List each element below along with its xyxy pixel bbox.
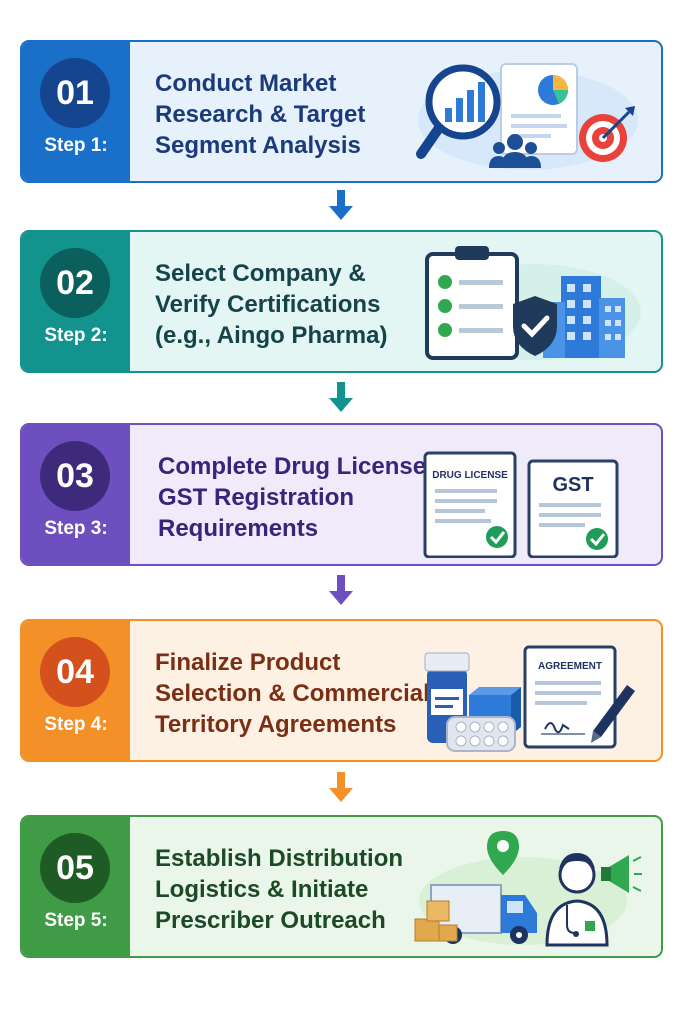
megaphone-icon	[601, 855, 642, 893]
step-title-5: Establish Distribution Logistics & Initi…	[155, 845, 404, 934]
agreement-document-icon: AGREEMENT	[523, 645, 617, 749]
step-tab-5: 05 Step 5:	[22, 817, 130, 956]
market-research-illustration	[416, 63, 638, 170]
step-label-5: Step 5:	[44, 910, 108, 931]
step-card-5: 05 Step 5: Establish Distribution Logist…	[20, 815, 663, 958]
shield-check-icon	[513, 296, 557, 356]
license-document-icon: DRUG LICENSE	[423, 451, 517, 558]
step-number-1: 01	[40, 58, 110, 128]
step-label-1: Step 1:	[44, 135, 108, 156]
report-pie-icon	[500, 63, 578, 155]
location-pin-icon	[487, 831, 519, 875]
pill-blister-icon	[446, 716, 516, 752]
step-tab-1: 01 Step 1:	[22, 42, 130, 181]
step-card-4: 04 Step 4: Finalize Product Selection & …	[20, 619, 663, 762]
step-number-5: 05	[40, 833, 110, 903]
flow-arrow-1	[329, 190, 353, 220]
pen-icon	[591, 685, 635, 743]
step-title-3: Complete Drug License & GST Registration…	[158, 453, 450, 542]
step-number-2: 02	[40, 248, 110, 318]
step-label-2: Step 2:	[44, 325, 108, 346]
drug-license-label: DRUG LICENSE	[432, 470, 508, 481]
step-card-3: 03 Step 3: Complete Drug License & GST R…	[20, 423, 663, 566]
people-icon	[489, 134, 541, 168]
magnifier-chart-icon	[416, 64, 501, 159]
agreement-label: AGREEMENT	[538, 661, 602, 672]
gst-label: GST	[552, 474, 593, 496]
boxes-icon	[414, 900, 458, 942]
delivery-truck-icon	[430, 884, 537, 944]
building-icon	[543, 276, 625, 358]
target-icon	[579, 106, 635, 162]
flow-arrow-4	[329, 772, 353, 802]
license-documents-illustration: DRUG LICENSE GST	[423, 451, 619, 558]
checklist-clipboard-icon	[425, 246, 519, 360]
step-title-4: Finalize Product Selection & Commercial …	[155, 649, 430, 738]
company-verification-illustration	[425, 246, 641, 360]
step-tab-3: 03 Step 3:	[22, 425, 130, 564]
step-number-3: 03	[40, 441, 110, 511]
flow-arrow-3	[329, 575, 353, 605]
step-number-4: 04	[40, 637, 110, 707]
step-card-2: 02 Step 2: Select Company & Verify Certi…	[20, 230, 663, 373]
step-tab-2: 02 Step 2:	[22, 232, 130, 371]
step-label-3: Step 3:	[44, 518, 108, 539]
step-tab-4: 04 Step 4:	[22, 621, 130, 760]
step-title-1: Conduct Market Research & Target Segment…	[155, 70, 366, 159]
flow-arrow-2	[329, 382, 353, 412]
product-agreement-illustration: AGREEMENT	[424, 645, 635, 752]
step-title-2: Select Company & Verify Certifications (…	[155, 260, 388, 349]
step-label-4: Step 4:	[44, 714, 108, 735]
distribution-outreach-illustration	[414, 831, 642, 947]
doctor-icon	[545, 853, 609, 947]
gst-document-icon: GST	[527, 459, 619, 558]
step-card-1: 01 Step 1: Conduct Market Research & Tar…	[20, 40, 663, 183]
